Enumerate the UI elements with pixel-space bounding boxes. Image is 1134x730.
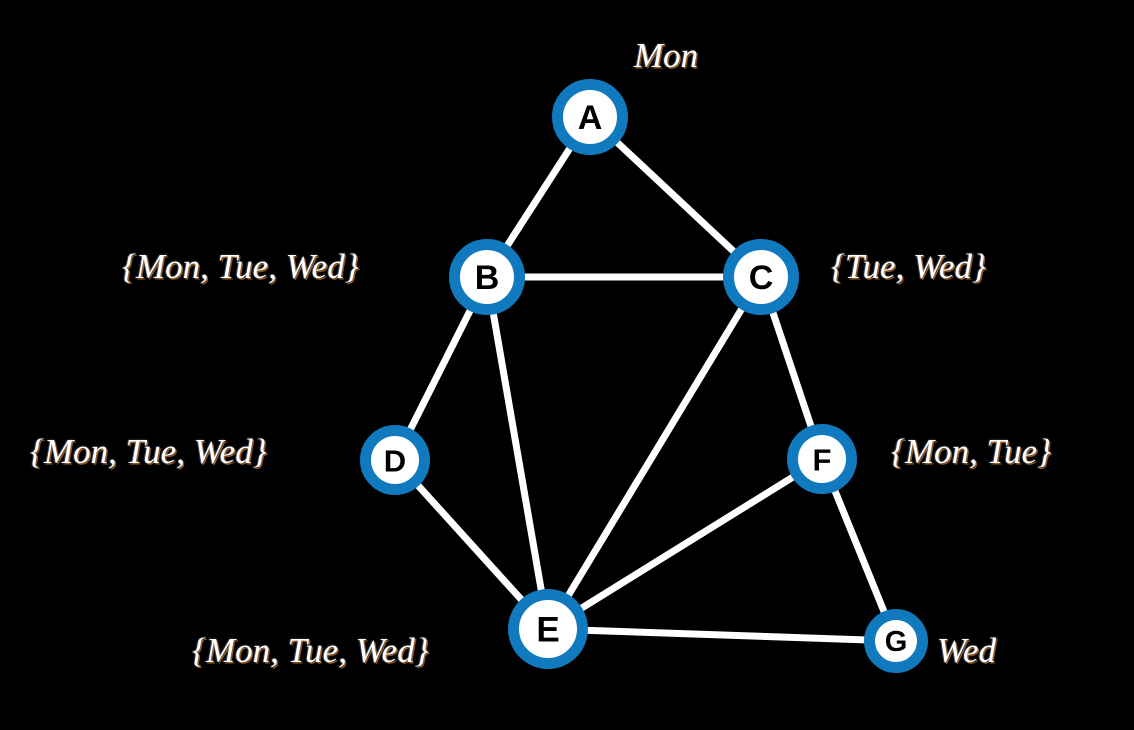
graph-node-f[interactable]: F [787, 424, 857, 494]
graph-node-a[interactable]: A [552, 79, 628, 155]
node-circle-c [723, 239, 799, 315]
domain-label-a: Mon [634, 36, 699, 75]
node-letter-f: F [813, 443, 832, 478]
node-circle-e [508, 589, 588, 669]
graph-node-g[interactable]: G [864, 609, 928, 673]
node-circle-b [449, 239, 525, 315]
graph-node-c[interactable]: C [723, 239, 799, 315]
node-letter-a: A [578, 99, 603, 137]
node-letter-d: D [384, 444, 406, 479]
nodes-group: A B C D E F G [360, 79, 928, 673]
graph-node-e[interactable]: E [508, 589, 588, 669]
domain-label-f: {Mon, Tue} [891, 432, 1052, 471]
graph-node-b[interactable]: B [449, 239, 525, 315]
graph-edge-e-f [544, 455, 826, 633]
node-circle-g [864, 609, 928, 673]
domain-label-d: {Mon, Tue, Wed} [30, 432, 267, 471]
node-circle-a [552, 79, 628, 155]
domain-label-e: {Mon, Tue, Wed} [192, 631, 429, 670]
graph-edge-c-e [544, 273, 765, 633]
domain-label-c: {Tue, Wed} [831, 247, 987, 286]
graph-edge-b-e [483, 273, 552, 633]
node-letter-c: C [749, 259, 774, 297]
node-letter-b: B [475, 259, 500, 297]
graph-edge-a-c [586, 113, 765, 281]
domain-label-g: Wed [937, 631, 996, 670]
node-circle-d [360, 425, 430, 495]
graph-edge-e-g [544, 625, 900, 645]
domain-label-b: {Mon, Tue, Wed} [122, 247, 359, 286]
node-letter-e: E [536, 611, 559, 650]
node-circle-f [787, 424, 857, 494]
edges-group [391, 113, 900, 645]
node-letter-g: G [885, 626, 908, 658]
graph-node-d[interactable]: D [360, 425, 430, 495]
